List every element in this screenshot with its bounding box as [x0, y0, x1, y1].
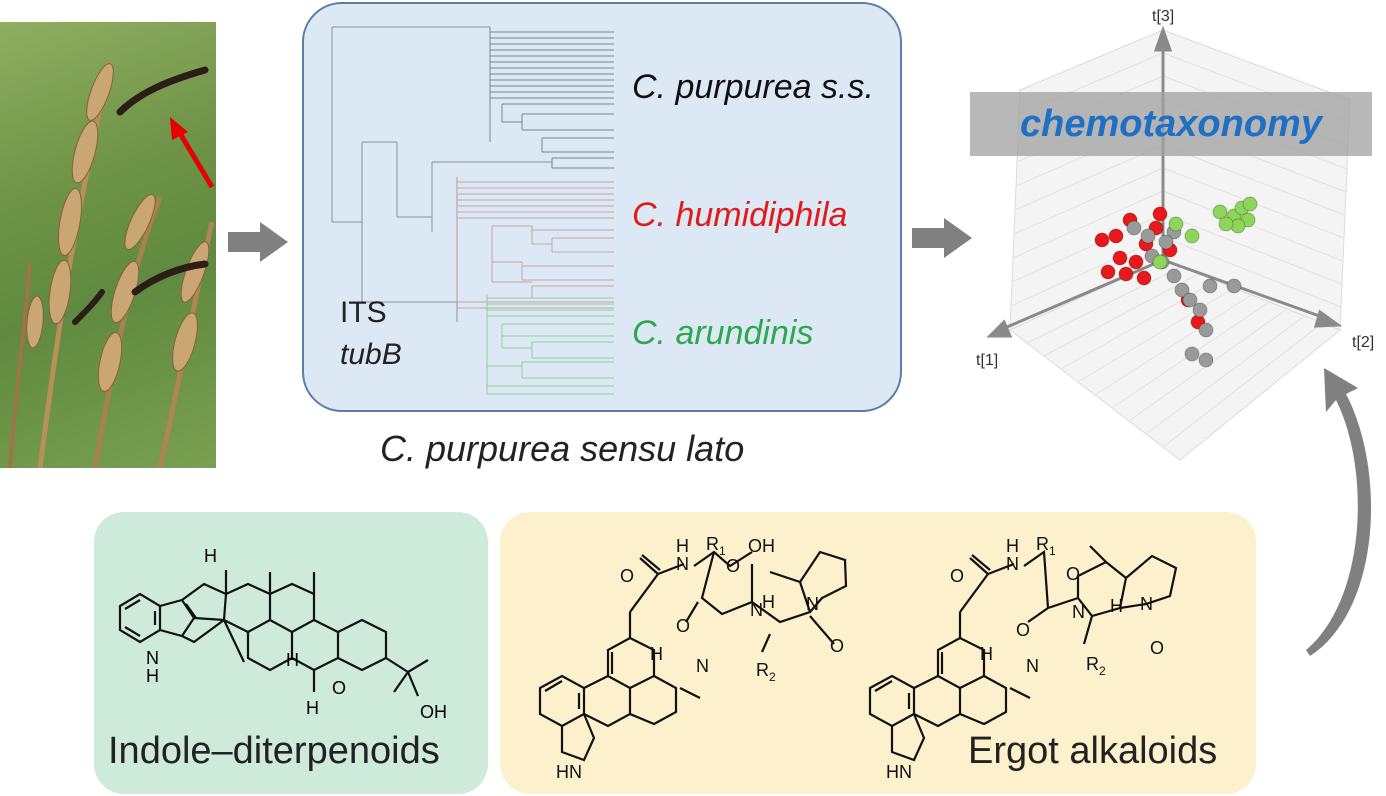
pca-point-red [1118, 266, 1134, 282]
atom-o-dk-1: O [1066, 564, 1080, 584]
atom-o-lact-1: O [676, 616, 690, 636]
ergot-alkaloid-structures: HN HN O O H N H N R1 R1 OH O N N H O O R… [538, 534, 1178, 782]
marker-label-its: ITS [340, 296, 387, 329]
atom-h-lys-1: H [650, 644, 663, 664]
pca-point-grey [1226, 278, 1242, 294]
species-label-arundinis: C. arundinis [632, 314, 814, 352]
atom-nh-1: H [676, 536, 689, 556]
atom-n-pyr-1: N [806, 594, 819, 614]
atom-h-mid: H [286, 650, 299, 670]
pca-point-green [1168, 216, 1184, 232]
pca-point-grey [1202, 278, 1218, 294]
pca-point-green [1152, 254, 1168, 270]
flow-arrow-right-icon [228, 222, 288, 262]
atom-n-1: N [676, 554, 689, 574]
pca-point-green [1242, 196, 1258, 212]
red-arrow-icon [170, 117, 215, 189]
grass-illustration [8, 61, 215, 468]
atom-o-amide-2: O [950, 566, 964, 586]
phylogenetic-tree [331, 26, 614, 395]
pca-point-grey [1126, 220, 1142, 236]
species-label-purpurea: C. purpurea s.s. [632, 68, 874, 106]
grass-photo [0, 22, 216, 468]
axis-label-t3: t[3] [1152, 8, 1175, 25]
atom-h-ring-1: H [762, 592, 775, 612]
atom-hn-2: HN [886, 762, 912, 782]
pca-point-red [1112, 250, 1128, 266]
atom-h-lys-2: H [980, 644, 993, 664]
atom-h-top: H [204, 546, 217, 566]
pca-point-grey [1166, 268, 1182, 284]
atom-n-ring-1: N [750, 600, 763, 620]
atom-r2-1: R2 [756, 660, 776, 684]
pca-point-green [1184, 228, 1200, 244]
axis-label-t2: t[2] [1352, 334, 1375, 351]
tree-caption: C. purpurea sensu lato [380, 428, 745, 469]
atom-r2-2: R2 [1086, 654, 1106, 678]
pca-point-green [1212, 204, 1228, 220]
atom-n-lys-1: N [696, 656, 709, 676]
pca-point-red [1136, 270, 1152, 286]
pca-point-red [1094, 232, 1110, 248]
pca-point-green [1218, 216, 1234, 232]
curved-return-arrow-icon [1306, 368, 1372, 656]
indole-diterpenoids-title: Indole–diterpenoids [108, 730, 440, 772]
pca-point-grey [1140, 228, 1156, 244]
atom-n-dk: N [1072, 602, 1085, 622]
atom-n-lys-2: N [1026, 656, 1039, 676]
atom-h-ring-2: H [1110, 596, 1123, 616]
species-label-humidiphila: C. humidiphila [632, 196, 848, 234]
pca-point-grey [1198, 352, 1214, 368]
pca-point-grey [1198, 322, 1214, 338]
phylogeny-panel [302, 2, 902, 412]
marker-label-tubb: tubB [340, 338, 402, 371]
chemotaxonomy-label: chemotaxonomy [1020, 102, 1322, 145]
pca-point-grey [1192, 302, 1208, 318]
pca-point-grey [1182, 292, 1198, 308]
atom-h-bottom: H [306, 698, 319, 718]
pca-point-red [1152, 206, 1168, 222]
flow-arrow-right-icon [912, 218, 972, 258]
atom-oh-erg: OH [748, 536, 775, 556]
atom-o-ring-erg: O [726, 556, 740, 576]
ergot-alkaloids-title: Ergot alkaloids [968, 730, 1218, 772]
atom-hn-1: HN [556, 762, 582, 782]
pca-point-grey [1174, 282, 1190, 298]
atom-nh-2: H [1006, 536, 1019, 556]
atom-o-ring: O [332, 678, 346, 698]
atom-nh-h: H [146, 666, 159, 686]
chemotaxonomy-banner: chemotaxonomy [970, 92, 1372, 156]
pca-point-grey [1184, 346, 1200, 362]
atom-n-2: N [1006, 554, 1019, 574]
atom-o-amide-1: O [620, 566, 634, 586]
indole-diterpenoid-structure: H H H N H O OH [118, 546, 447, 722]
pca-point-red [1100, 264, 1116, 280]
pca-point-red [1128, 254, 1144, 270]
atom-oh: OH [420, 702, 447, 722]
atom-r1-2: R1 [1036, 534, 1056, 558]
atom-n-pyr-2: N [1140, 594, 1153, 614]
atom-o-lact-2: O [830, 636, 844, 656]
pca-point-red [1108, 228, 1124, 244]
pca-point-grey [1158, 234, 1174, 250]
atom-o-dk-2: O [1016, 620, 1030, 640]
atom-nh: N [146, 648, 159, 668]
ergot-alkaloids-panel [500, 512, 1256, 794]
axis-label-t1: t[1] [976, 352, 999, 369]
atom-o-dk-3: O [1150, 638, 1164, 658]
atom-r1-1: R1 [706, 534, 726, 558]
